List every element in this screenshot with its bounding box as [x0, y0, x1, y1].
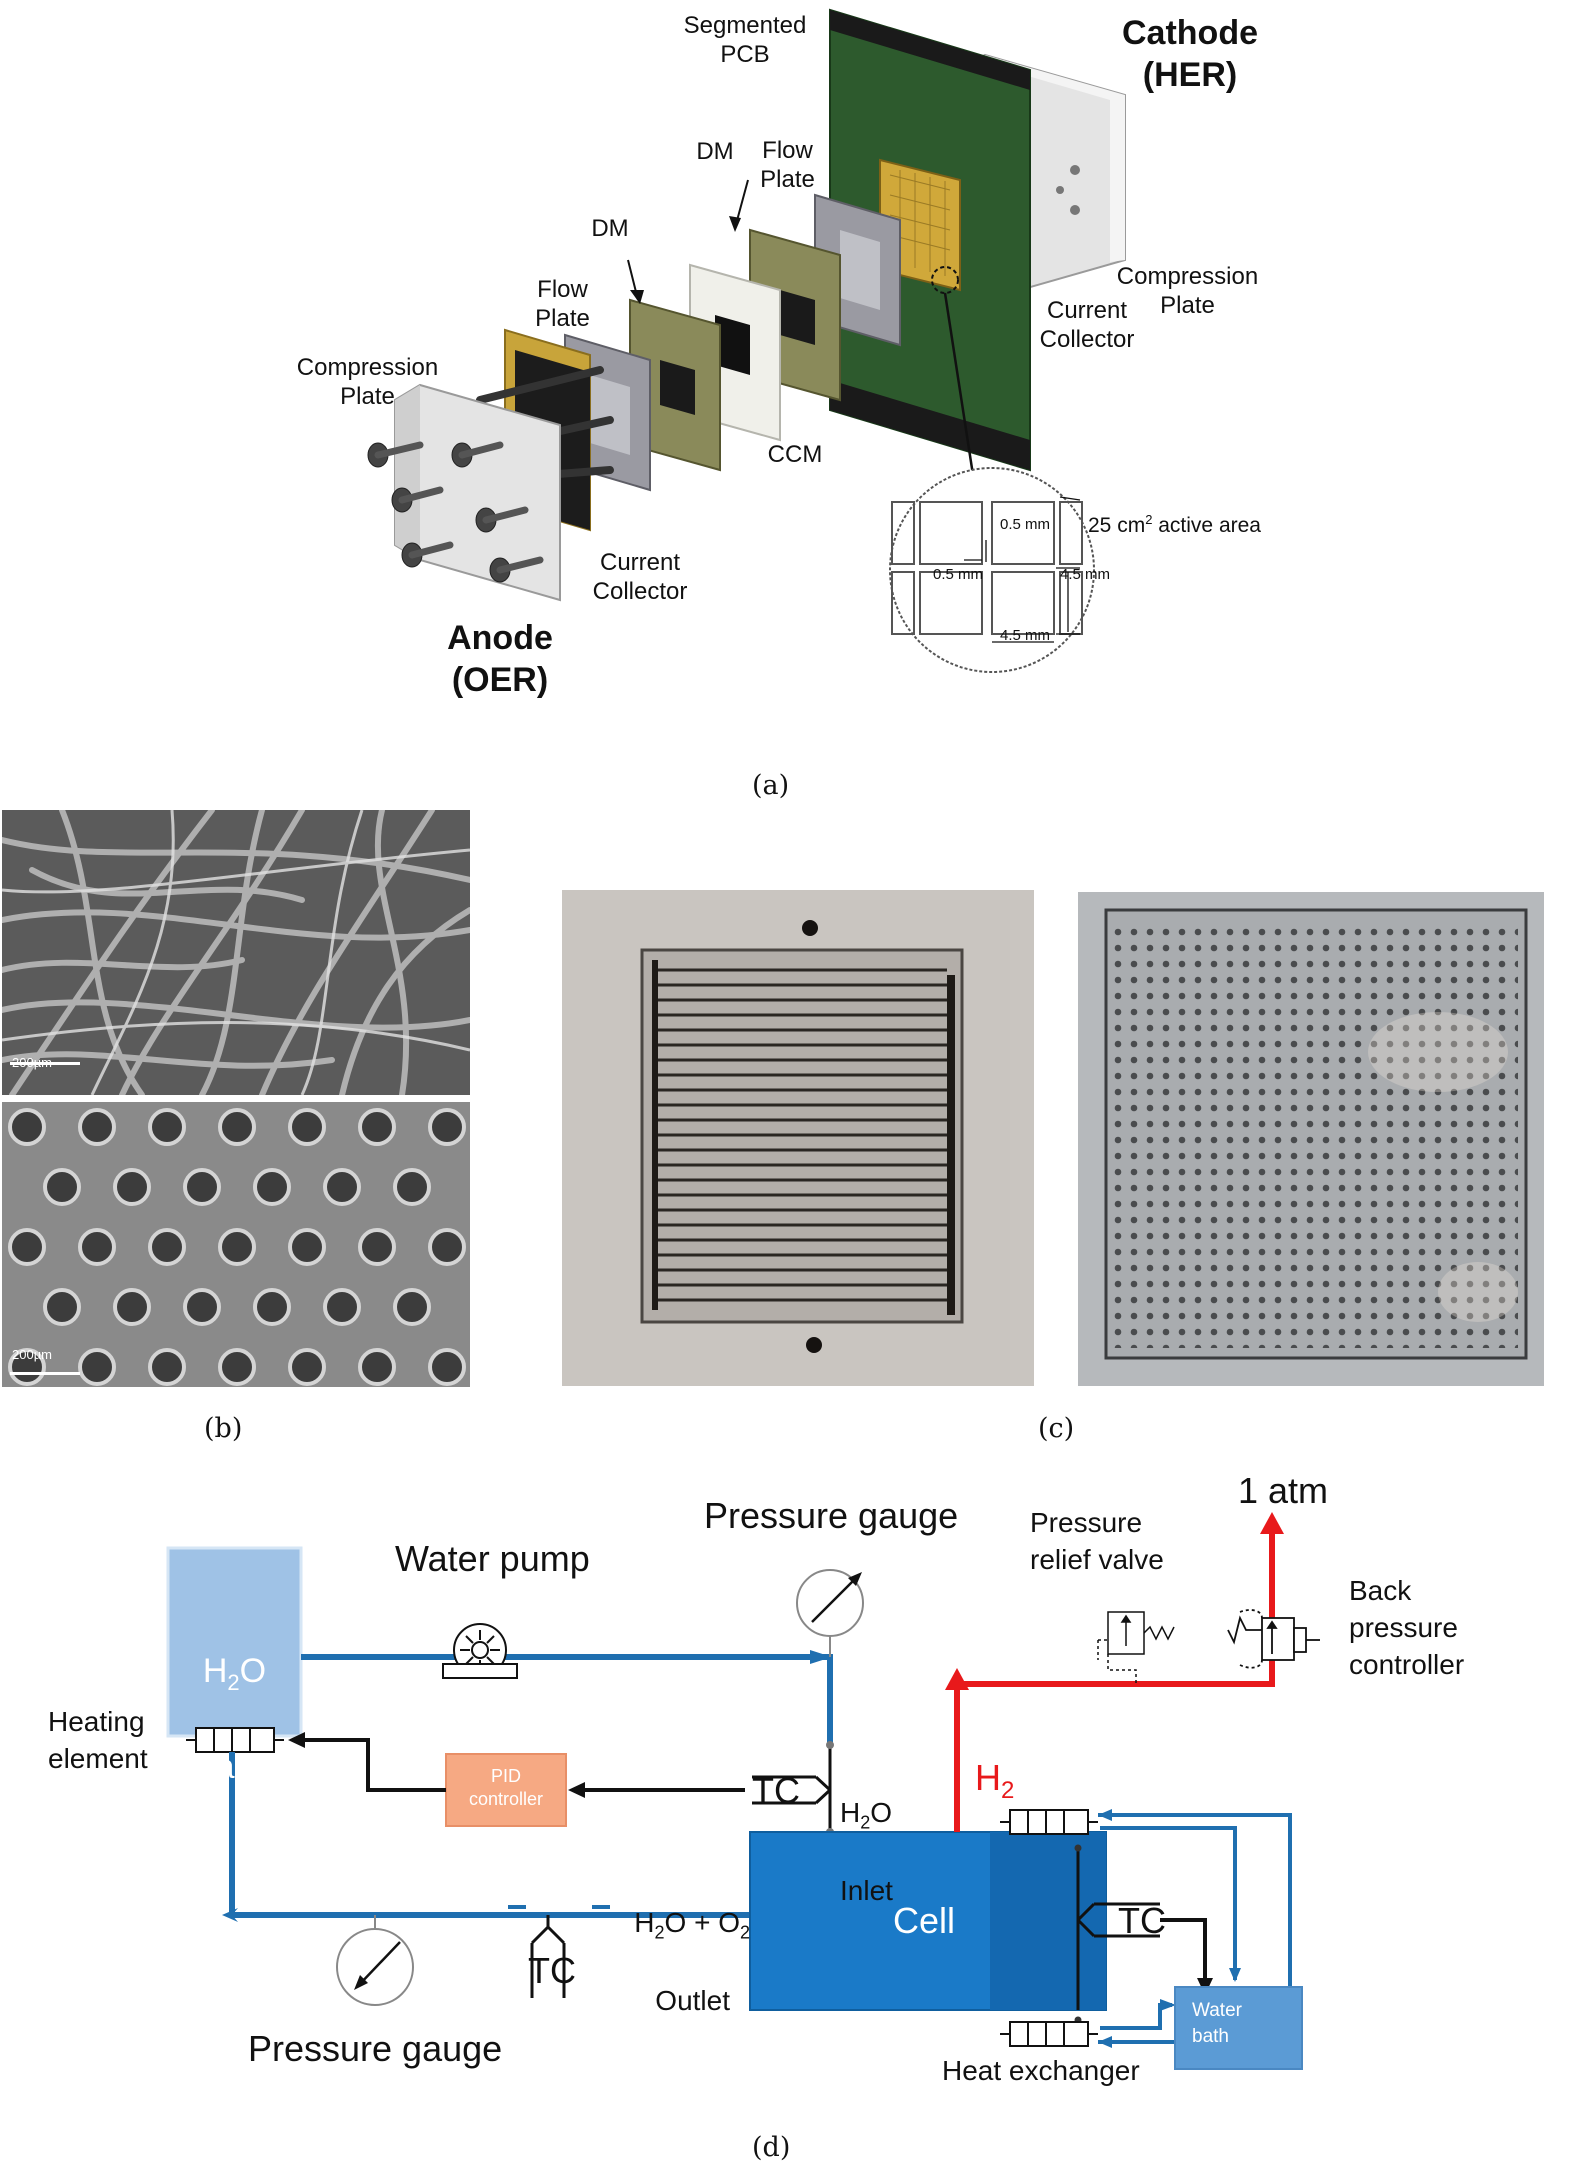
- pressure-gauge-top: [796, 1569, 864, 1657]
- label-pressure-relief-valve: Pressure relief valve: [1030, 1507, 1164, 1575]
- caption-a: (a): [752, 770, 790, 801]
- label-cathode: Cathode (HER): [1122, 14, 1258, 94]
- label-dim-gap-top: 0.5 mm: [999, 516, 1050, 533]
- label-h2: H2: [975, 1757, 1015, 1805]
- label-flow-plate-left: Flow Plate: [535, 276, 590, 332]
- caption-c: (c): [1038, 1413, 1075, 1444]
- tc-outlet-sensor: [530, 1915, 566, 1998]
- label-water-pump: Water pump: [395, 1538, 590, 1579]
- label-dim-bottom: 4.5 mm: [999, 627, 1050, 644]
- label-flow-plate-right: Flow Plate: [760, 137, 815, 193]
- label-h2o-o2-outlet: H2O + O2 Outlet: [634, 1907, 750, 2016]
- label-active-area: 25 cm2 active area: [1088, 512, 1261, 537]
- tc-cell-sensor: [1076, 1850, 1160, 2010]
- label-tc-inlet: TC: [752, 1770, 800, 1811]
- label-dm-left: DM: [591, 215, 629, 242]
- label-compression-plate-left: Compression Plate: [296, 354, 439, 410]
- label-tc-outlet: TC: [528, 1950, 576, 1991]
- photo-channel-flow-plate: [562, 890, 1034, 1386]
- label-cell: Cell: [893, 1900, 956, 1941]
- magnifier-source-circle: [931, 266, 959, 294]
- photo-pin-flow-plate: [1078, 892, 1544, 1386]
- h2o-tank: [166, 1546, 303, 1738]
- water-bath: [1174, 1986, 1303, 2070]
- label-1-atm: 1 atm: [1238, 1470, 1329, 1511]
- label-current-collector-left: Current Collector: [592, 549, 688, 605]
- sem-image-holes: [2, 1102, 470, 1387]
- active-area-detail: [889, 467, 1095, 673]
- electrolyzer-system-schematic: [166, 1512, 1320, 2070]
- label-dim-gap-left: 0.5 mm: [932, 566, 983, 583]
- label-h2o-tank: H2O Tank: [198, 1652, 271, 1786]
- pressure-gauge-bottom: [336, 1915, 414, 2006]
- label-heat-exchanger: Heat exchanger: [942, 2055, 1140, 2086]
- panel-b: 200µm 200µm (b): [0, 810, 480, 1460]
- magnifier-connector: [943, 292, 977, 489]
- label-h2o-inlet: H2O Inlet: [840, 1797, 893, 1906]
- label-ccm: CCM: [767, 441, 823, 468]
- label-dim-side: 4.5 mm: [1059, 566, 1110, 583]
- scale-bar-top-label: 200µm: [12, 1055, 53, 1070]
- back-pressure-controller-valve: [1227, 1609, 1320, 1669]
- caption-d: (d): [752, 2132, 791, 2163]
- label-tc-cell: TC: [1118, 1900, 1166, 1941]
- label-back-pressure-controller: Back pressure controller: [1349, 1575, 1465, 1680]
- label-pressure-gauge-bottom: Pressure gauge: [248, 2028, 503, 2069]
- scale-bar-bottom-label: 200µm: [12, 1347, 53, 1362]
- pid-controller: [445, 1753, 567, 1827]
- label-pressure-gauge-top: Pressure gauge: [704, 1495, 959, 1536]
- label-heating-element: Heating element: [48, 1706, 148, 1774]
- heat-exchanger-bottom: [1000, 2021, 1098, 2047]
- panel-c: (c): [540, 885, 1560, 1455]
- panel-a: Segmented PCB Cathode (HER) DM Flow Plat…: [0, 0, 1570, 820]
- panel-d: Pressure gauge Water pump H2O Tank Heati…: [0, 1460, 1570, 2178]
- heat-exchanger-top: [1000, 1809, 1098, 1835]
- label-current-collector-right: Current Collector: [1039, 297, 1135, 353]
- label-anode: Anode (OER): [447, 619, 553, 699]
- label-pid-controller: PID controller: [468, 1766, 544, 1809]
- pressure-relief-valve: [1097, 1611, 1175, 1684]
- exploded-stack-illustration: [367, 8, 1126, 673]
- water-pump: [442, 1623, 518, 1679]
- label-dm-right: DM: [696, 138, 734, 165]
- label-compression-plate-right: Compression Plate: [1116, 263, 1259, 319]
- sem-image-fibers: [2, 810, 470, 1095]
- label-water-bath: Water bath: [1192, 2000, 1242, 2047]
- label-segmented-pcb: Segmented PCB: [683, 12, 807, 68]
- tc-inlet-sensor: [752, 1775, 832, 1805]
- caption-b: (b): [204, 1413, 243, 1444]
